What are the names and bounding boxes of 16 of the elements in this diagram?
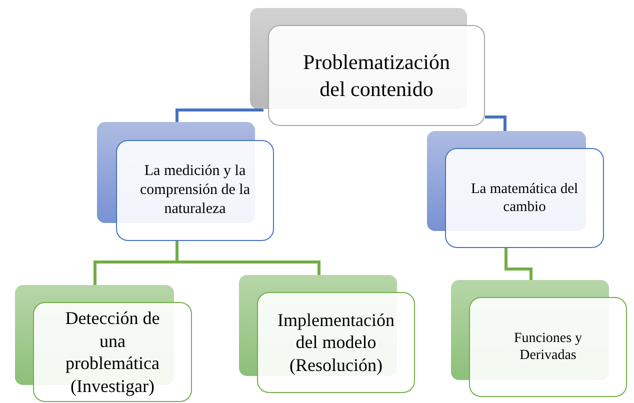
text-card xyxy=(469,297,627,397)
card-text: La medición y la comprensión de la naturaleza xyxy=(139,162,251,219)
card-text: Detección de una problemática (Investigar) xyxy=(64,307,161,397)
card-text: Problematización del contenido xyxy=(302,49,451,102)
card-text: Implementación del modelo (Resolución) xyxy=(276,308,396,376)
text-card xyxy=(257,292,415,393)
connector-line xyxy=(176,108,264,122)
connector-line xyxy=(485,116,506,131)
text-card xyxy=(445,148,604,248)
text-card xyxy=(268,25,485,126)
text-card xyxy=(33,302,192,402)
connector-line xyxy=(176,241,320,275)
card-text: Funciones y Derivadas xyxy=(512,330,584,364)
connector-line xyxy=(504,248,532,280)
text-card xyxy=(116,140,274,241)
card-text: La matemática del cambio xyxy=(470,180,580,216)
